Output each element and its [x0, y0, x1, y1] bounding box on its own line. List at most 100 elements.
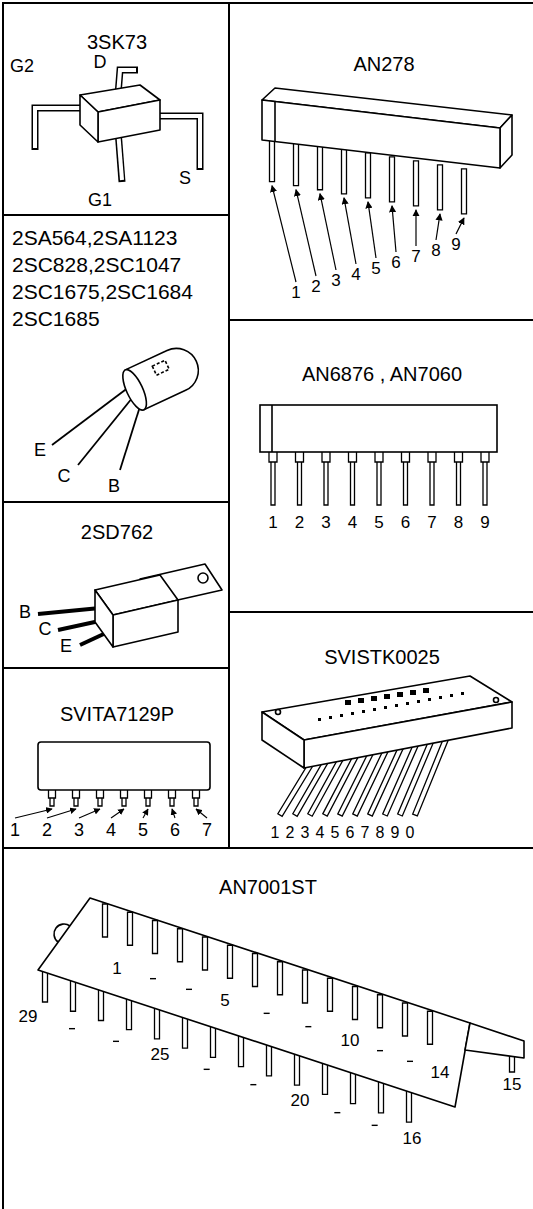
component-cell: SVISTK0025 — [228, 611, 533, 849]
pin-number: 0 — [406, 825, 415, 841]
pin-number: 14 — [431, 1064, 450, 1081]
leader-arrow — [196, 809, 207, 818]
pin-number: 3 — [321, 514, 330, 531]
pin-lead — [390, 157, 395, 202]
pin-name: E — [60, 637, 72, 655]
marking-dot — [406, 702, 409, 705]
pin-lead — [253, 954, 258, 987]
leader-arrow — [272, 186, 296, 282]
part-number: SVISTK0025 — [324, 645, 440, 669]
pin-number: 1 — [268, 514, 277, 531]
leader-arrow — [172, 809, 175, 818]
pin-lead — [438, 165, 443, 210]
module-markings — [318, 688, 464, 721]
pin-lead — [342, 149, 347, 194]
leader-arrow — [320, 194, 336, 270]
pin-number: 9 — [480, 514, 489, 531]
dip-body — [38, 898, 524, 1107]
leader-arrow — [415, 210, 416, 246]
pin-lead — [294, 141, 299, 186]
to92-body — [118, 341, 205, 413]
pin-number: 5 — [374, 514, 383, 531]
pin-number: 5 — [371, 260, 380, 277]
pin-number: 4 — [348, 514, 357, 531]
separator-dash — [204, 1069, 210, 1070]
pin-number: 1 — [112, 960, 121, 977]
pin-number: 8 — [376, 825, 385, 841]
pin-lead — [353, 987, 358, 1020]
separator-dash — [334, 1112, 340, 1113]
part-number: 2SD762 — [81, 520, 153, 544]
pin-number: 2 — [311, 278, 320, 295]
leader-arrow — [436, 214, 440, 240]
mosfet-leads — [35, 70, 200, 182]
pin-name: B — [108, 477, 120, 495]
marking-dot — [384, 706, 387, 709]
to220-body — [95, 564, 222, 647]
pin-lead — [378, 995, 383, 1028]
component-cell: 3SK73 — [2, 2, 230, 216]
leader-arrow — [15, 809, 52, 818]
pin-lead — [403, 1003, 408, 1036]
pin-number: 4 — [316, 825, 325, 841]
pin-number: 7 — [411, 248, 420, 265]
separator-dash — [186, 989, 192, 990]
pin-number: 3 — [301, 825, 310, 841]
pin-number: 2 — [42, 821, 52, 839]
marking-square — [358, 698, 364, 703]
pin-number: 1 — [10, 821, 20, 839]
pin-name: S — [179, 169, 191, 187]
pin-name: G1 — [88, 191, 112, 209]
pin-number: 5 — [220, 992, 229, 1009]
pin-number: 4 — [351, 266, 360, 283]
marking-dot — [417, 700, 420, 703]
pin-name: C — [39, 620, 52, 638]
pin-lead — [178, 929, 183, 962]
leader-arrow — [47, 809, 76, 818]
separator-dash — [250, 1084, 256, 1085]
pin-number: 10 — [341, 1032, 360, 1049]
marking-square — [397, 692, 403, 697]
component-cell: AN6876 , AN7060 — [228, 319, 533, 613]
marking-dot — [428, 698, 431, 701]
pin-name: B — [19, 603, 31, 621]
component-cell: AN7001ST — [2, 847, 533, 1209]
pin-lead — [413, 736, 450, 816]
marking-square — [345, 700, 351, 705]
pin-number: 5 — [138, 821, 148, 839]
package-leads — [69, 904, 433, 1125]
pin-number: 6 — [391, 254, 400, 271]
pin-name: C — [58, 467, 71, 485]
part-number: 3SK73 — [87, 30, 147, 54]
pin-number: 29 — [19, 1008, 38, 1025]
pin-number: 16 — [403, 1130, 422, 1147]
pin-number: 9 — [391, 825, 400, 841]
pin-number: 25 — [151, 1046, 170, 1063]
marking-dot — [461, 692, 464, 695]
pin-lead — [318, 145, 323, 190]
pin-number: 6 — [401, 514, 410, 531]
marking-dot — [373, 708, 376, 711]
pin-lead — [103, 904, 108, 937]
marking-square — [423, 688, 429, 693]
marking-dot — [340, 714, 343, 717]
part-number: AN6876 , AN7060 — [302, 362, 462, 386]
pin-lead — [366, 153, 371, 198]
leader-arrow — [392, 206, 396, 252]
component-cell: 2SD762 — [2, 501, 230, 669]
leader-arrow — [79, 809, 100, 818]
pin-number: 9 — [451, 236, 460, 253]
marking-dot — [395, 704, 398, 707]
pin-lead — [414, 161, 419, 206]
pin-number: 3 — [74, 821, 84, 839]
separator-dash — [377, 1050, 383, 1051]
pin-number: 7 — [427, 514, 436, 531]
pin-lead — [328, 978, 333, 1011]
pin-number: 2 — [295, 514, 304, 531]
leader-arrow — [456, 218, 464, 234]
component-cell: 2SA564,2SA1123 2SC828,2SC1047 2SC1675,2S… — [2, 214, 230, 503]
marking-dot — [362, 710, 365, 713]
pin-lead — [203, 937, 208, 970]
separator-dash — [305, 1026, 311, 1027]
leader-arrow — [111, 809, 124, 818]
